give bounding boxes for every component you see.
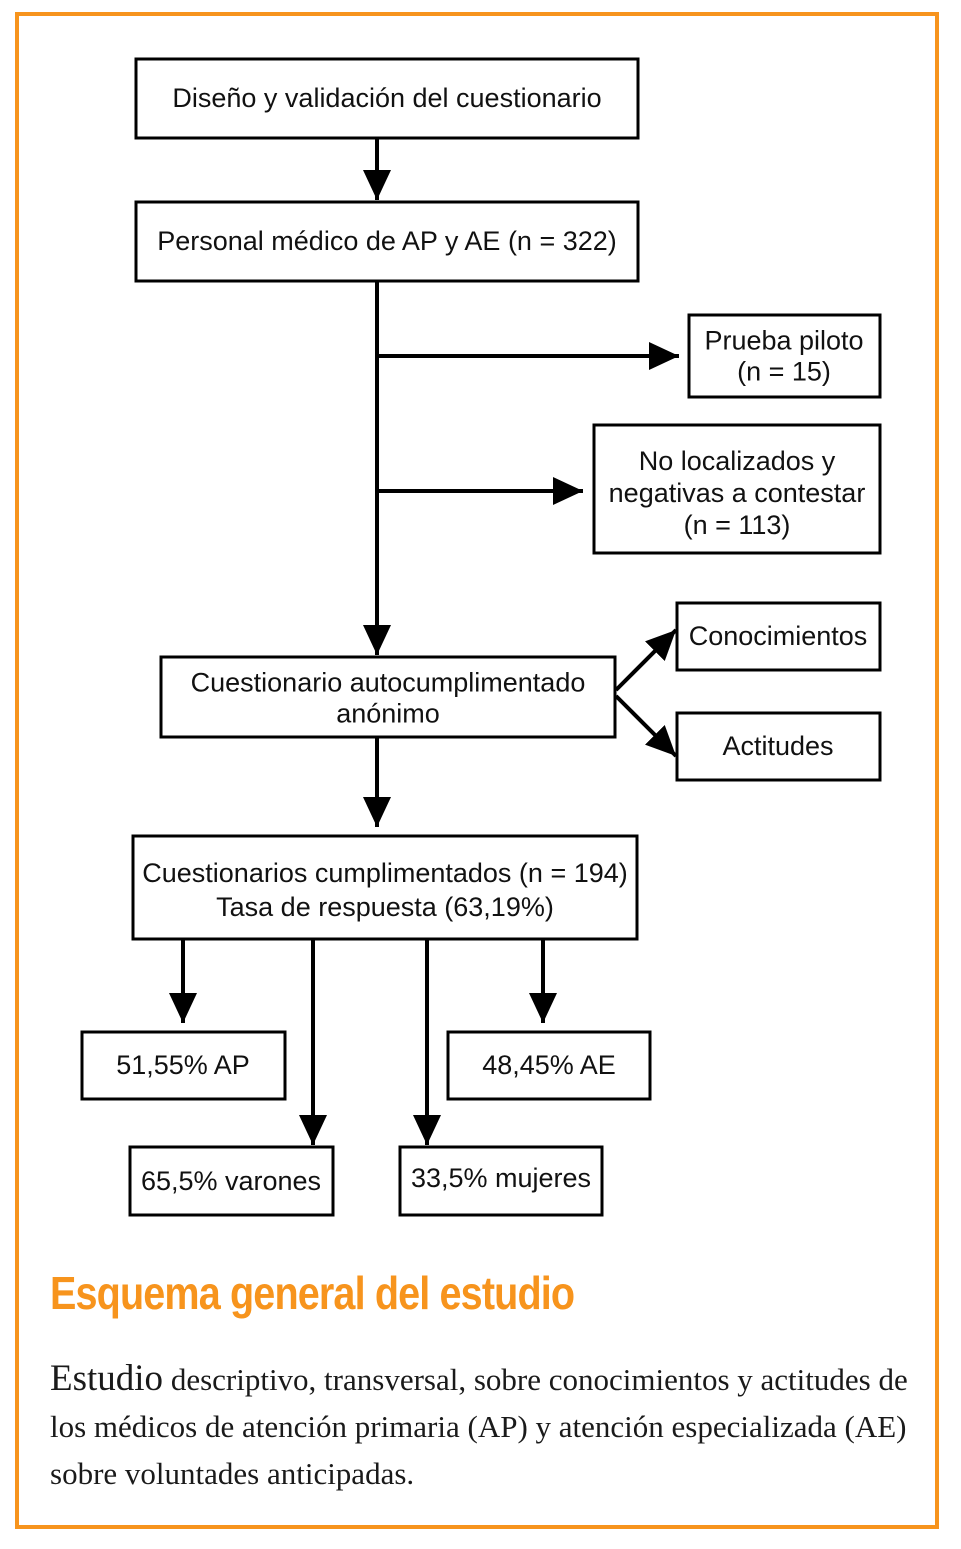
caption-title: Esquema general del estudio — [50, 1267, 575, 1319]
box-staff — [134, 200, 640, 283]
label-line: (n = 15) — [737, 357, 831, 387]
label-line: Cuestionarios cumplimentados (n = 194) — [142, 858, 628, 888]
box-ae — [446, 1030, 652, 1101]
box-ap — [80, 1030, 287, 1101]
label-line: Actitudes — [722, 731, 833, 761]
caption-body: Estudio descriptivo, transversal, sobre … — [50, 1355, 910, 1497]
label-line: Tasa de respuesta (63,19%) — [216, 892, 554, 922]
label-line: 33,5% mujeres — [411, 1163, 591, 1193]
label-line: anónimo — [336, 699, 440, 729]
arrow-to-attitudes — [614, 694, 678, 758]
box-completed — [131, 834, 639, 941]
label-line: Cuestionario autocumplimentado — [191, 668, 586, 698]
label-line: Prueba piloto — [704, 326, 863, 356]
label-line: 65,5% varones — [141, 1166, 321, 1196]
box-women — [398, 1145, 604, 1217]
label-line: negativas a contestar — [609, 478, 866, 508]
caption-first-word: Estudio — [50, 1358, 164, 1399]
label-line: Conocimientos — [689, 621, 868, 651]
label-women: 33,5% mujeres — [411, 1163, 591, 1193]
box-questionnaire — [159, 655, 617, 739]
label-line: (n = 113) — [684, 510, 791, 540]
label-men: 65,5% varones — [141, 1166, 321, 1196]
label-line: 48,45% AE — [482, 1050, 616, 1080]
box-not-found — [592, 423, 882, 555]
box-pilot — [687, 313, 882, 399]
box-knowledge — [675, 601, 882, 672]
caption-text: descriptivo, transversal, sobre conocimi… — [50, 1362, 908, 1491]
orange-frame — [15, 12, 939, 1529]
box-attitudes — [675, 711, 882, 782]
label-line: 51,55% AP — [116, 1050, 250, 1080]
label-completed: Cuestionarios cumplimentados (n = 194) Ta… — [142, 858, 628, 922]
box-design — [134, 57, 640, 140]
label-design: Diseño y validación del cuestionario — [172, 83, 601, 113]
label-ap: 51,55% AP — [116, 1050, 250, 1080]
label-knowledge: Conocimientos — [689, 621, 868, 651]
label-line: Diseño y validación del cuestionario — [172, 83, 601, 113]
label-staff: Personal médico de AP y AE (n = 322) — [157, 226, 617, 256]
label-line: Personal médico de AP y AE (n = 322) — [157, 226, 617, 256]
label-attitudes: Actitudes — [722, 731, 833, 761]
arrow-to-knowledge — [614, 628, 678, 692]
label-ae: 48,45% AE — [482, 1050, 616, 1080]
label-pilot: Prueba piloto(n = 15) — [704, 326, 863, 387]
label-line: No localizados y — [639, 446, 836, 476]
box-men — [128, 1145, 335, 1217]
